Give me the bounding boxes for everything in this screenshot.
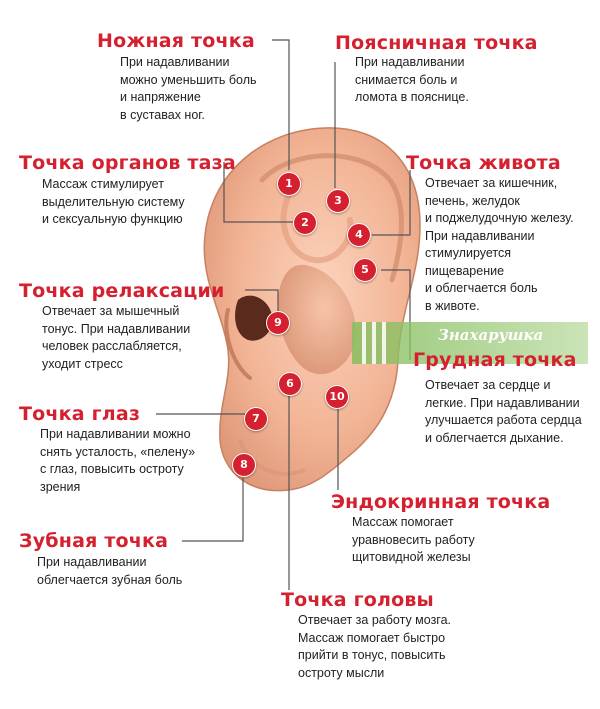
desc-line: уходит стресс — [42, 356, 123, 371]
desc-line: облегчается зубная боль — [37, 572, 183, 587]
title-endocrine: Эндокринная точка — [331, 491, 551, 513]
watermark-bar — [352, 322, 588, 364]
desc-line: При надавливании можно — [40, 427, 191, 441]
ear-tragus — [224, 308, 252, 380]
ear-lobe-shade — [238, 439, 306, 476]
desc-line: снимается боль и — [355, 72, 458, 87]
desc-line: снять усталость, «пелену» — [40, 444, 196, 459]
leader-lines — [156, 39, 411, 590]
desc-line: При надавливании — [37, 555, 147, 569]
desc-line: Отвечает за работу мозга. — [298, 613, 452, 627]
leader-line-pelvis — [223, 162, 293, 223]
badge-7: 7 — [244, 407, 268, 431]
desc-line: остроту мысли — [298, 665, 385, 680]
badge-6: 6 — [278, 372, 302, 396]
desc-line: можно уменьшить боль — [120, 72, 257, 87]
title-relax: Точка релаксации — [19, 280, 225, 302]
badge-8: 8 — [232, 453, 256, 477]
desc-line: Отвечает за кишечник, — [425, 176, 558, 190]
leader-line-leg — [272, 39, 290, 170]
desc-lumbar: При надавливании снимается боль и ломота… — [355, 54, 469, 107]
badge-2: 2 — [293, 211, 317, 235]
desc-line: и сексуальную функцию — [42, 212, 183, 226]
ear-concha — [277, 264, 356, 375]
badge-1: 1 — [277, 172, 301, 196]
desc-line: в суставах ног. — [120, 107, 205, 122]
desc-abdomen: Отвечает за кишечник, печень, желудок и … — [425, 175, 574, 315]
desc-eye: При надавливании можно снять усталость, … — [40, 426, 195, 496]
desc-line: и облегчается боль — [425, 281, 538, 295]
title-leg: Ножная точка — [97, 30, 255, 52]
desc-line: ломота в пояснице. — [355, 90, 469, 104]
badge-5: 5 — [353, 258, 377, 282]
desc-line: уравновесить работу — [352, 532, 475, 547]
title-chest: Грудная точка — [413, 349, 577, 371]
badge-9: 9 — [266, 311, 290, 335]
desc-line: Массаж стимулирует — [42, 177, 164, 191]
desc-relax: Отвечает за мышечный тонус. При надавлив… — [42, 303, 190, 373]
desc-line: зрения — [40, 479, 81, 494]
desc-pelvis: Массаж стимулирует выделительную систему… — [42, 176, 185, 229]
desc-line: При надавливании — [120, 55, 230, 69]
title-tooth: Зубная точка — [19, 530, 169, 552]
desc-chest: Отвечает за сердце и легкие. При надавли… — [425, 377, 582, 447]
desc-line: человек расслабляется, — [42, 339, 182, 353]
ear-helix-fold — [259, 153, 405, 283]
leader-line-relax — [245, 289, 279, 312]
desc-line: улучшается работа сердца — [425, 413, 582, 427]
desc-line: Отвечает за мышечный — [42, 304, 180, 318]
desc-line: выделительную систему — [42, 194, 185, 209]
desc-line: Отвечает за сердце и — [425, 378, 551, 392]
desc-line: При надавливании — [425, 228, 535, 243]
desc-head: Отвечает за работу мозга. Массаж помогае… — [298, 612, 451, 682]
desc-line: прийти в тонус, повысить — [298, 648, 446, 662]
desc-line: пищеварение — [425, 263, 505, 278]
desc-line: и облегчается дыхание. — [425, 430, 564, 445]
desc-line: с глаз, повысить остроту — [40, 462, 184, 476]
title-head: Точка головы — [281, 589, 434, 611]
desc-line: печень, желудок — [425, 193, 520, 208]
desc-endocrine: Массаж помогает уравновесить работу щито… — [352, 514, 475, 567]
watermark-stripe — [372, 322, 376, 364]
desc-leg: При надавливании можно уменьшить боль и … — [120, 54, 257, 124]
leader-line-tooth — [182, 478, 244, 542]
title-lumbar: Поясничная точка — [335, 32, 538, 54]
desc-line: щитовидной железы — [352, 550, 471, 564]
title-eye: Точка глаз — [19, 403, 141, 425]
desc-line: стимулируется — [425, 246, 512, 260]
desc-line: и напряжение — [120, 90, 201, 104]
title-pelvis: Точка органов таза — [19, 152, 236, 174]
watermark-stripe — [362, 322, 366, 364]
desc-line: Массаж помогает быстро — [298, 630, 446, 645]
desc-line: тонус. При надавливании — [42, 321, 191, 336]
desc-line: в животе. — [425, 298, 480, 313]
watermark-stripe — [382, 322, 386, 364]
desc-line: Массаж помогает — [352, 515, 454, 529]
badge-4: 4 — [347, 223, 371, 247]
leader-line-abdomen — [372, 170, 411, 236]
desc-tooth: При надавливании облегчается зубная боль — [37, 554, 182, 589]
ear-canal — [235, 295, 273, 341]
desc-line: легкие. При надавливании — [425, 395, 580, 410]
badge-10: 10 — [325, 385, 349, 409]
title-abdomen: Точка живота — [406, 152, 561, 174]
desc-line: и поджелудочную железу. — [425, 211, 574, 225]
watermark-text: Знахарушка — [438, 326, 544, 344]
badge-3: 3 — [326, 189, 350, 213]
ear-antihelix — [280, 177, 354, 264]
desc-line: При надавливании — [355, 55, 465, 69]
